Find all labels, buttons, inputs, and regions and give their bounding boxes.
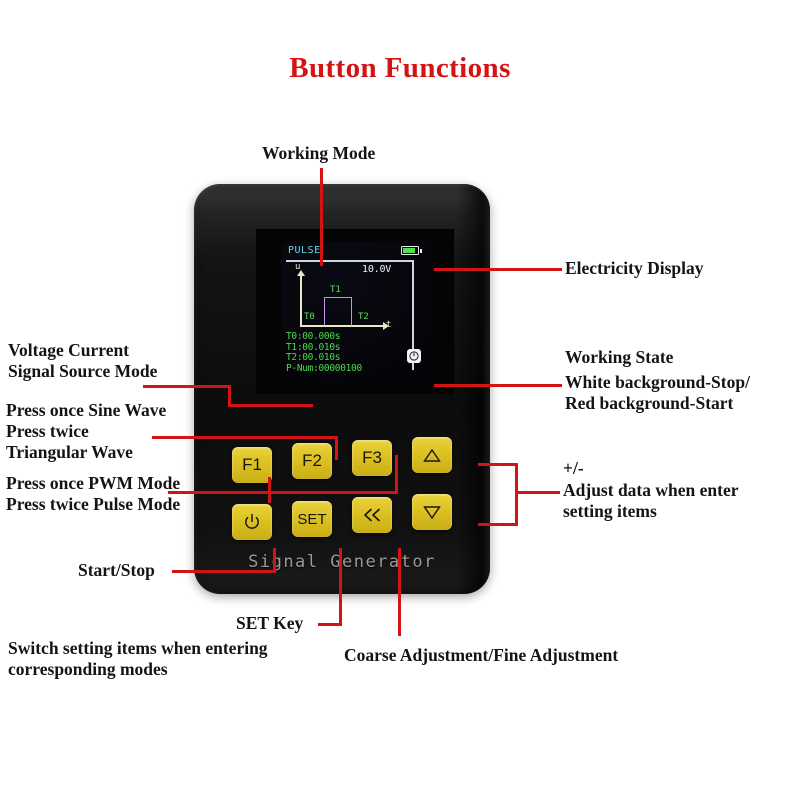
key-set-label: SET bbox=[297, 510, 327, 528]
waveform-y-axis bbox=[297, 270, 304, 326]
power-state-icon bbox=[409, 351, 419, 361]
battery-full-icon bbox=[401, 246, 422, 255]
leader-f2-function-v bbox=[335, 436, 338, 460]
leader-f1-key-v bbox=[268, 477, 271, 503]
annotation-working-state-detail: White background-Stop/ Red background-St… bbox=[565, 372, 750, 413]
waveform-y-axis-label: u bbox=[295, 262, 301, 272]
annotation-f2-function: Press once Sine Wave Press twice Triangu… bbox=[6, 400, 167, 462]
lcd-voltage-value: 10.0V bbox=[362, 264, 392, 275]
lcd-param-t1: T1:00.010s bbox=[286, 341, 341, 353]
working-state-indicator bbox=[407, 349, 421, 363]
annotation-set-key: SET Key bbox=[236, 613, 304, 633]
lcd-working-mode-text: PULSE bbox=[288, 245, 321, 256]
lcd-param-t0: T0:00.000s bbox=[286, 331, 341, 342]
annotation-electricity-display: Electricity Display bbox=[565, 258, 704, 278]
double-chevron-left-icon bbox=[364, 508, 380, 522]
leader-set-key-v bbox=[339, 548, 342, 626]
leader-voltage-mode-1 bbox=[143, 385, 231, 388]
waveform-x-axis bbox=[300, 322, 389, 329]
annotation-switch-items: Switch setting items when entering corre… bbox=[8, 638, 268, 679]
device-brand-text: Signal Generator bbox=[248, 552, 436, 572]
key-back[interactable] bbox=[352, 497, 392, 533]
pulse-waveform-shape bbox=[324, 297, 352, 326]
page-title: Button Functions bbox=[289, 52, 511, 84]
annotation-coarse-fine: Coarse Adjustment/Fine Adjustment bbox=[344, 645, 619, 665]
key-f2[interactable]: F2 bbox=[292, 443, 332, 479]
annotation-voltage-current-mode: Voltage Current Signal Source Mode bbox=[8, 340, 158, 381]
leader-adjust-up bbox=[478, 463, 518, 466]
key-f1-label: F1 bbox=[242, 455, 262, 474]
lcd-parameter-list: T0:00.000s T1:00.010s T2:00.010s P-Num:0… bbox=[286, 331, 362, 374]
leader-start-stop-v bbox=[273, 548, 276, 573]
waveform-label-t2: T2 bbox=[358, 312, 369, 322]
annotation-plus-minus: +/- bbox=[563, 458, 584, 478]
key-f3[interactable]: F3 bbox=[352, 440, 392, 476]
lcd-top-divider bbox=[286, 260, 414, 262]
leader-voltage-mode-2 bbox=[228, 385, 231, 407]
leader-adjust-main bbox=[515, 491, 560, 494]
key-down[interactable] bbox=[412, 494, 452, 530]
triangle-down-icon bbox=[423, 505, 441, 519]
annotation-f3-function: Press once PWM Mode Press twice Pulse Mo… bbox=[6, 473, 181, 514]
lcd-screen: PULSE 10.0V u t T0 T1 T2 T0:00.000s T1:0… bbox=[282, 242, 432, 384]
power-icon bbox=[245, 513, 259, 529]
leader-f2-function-h bbox=[152, 436, 338, 439]
lcd-param-t2: T2:00.010s bbox=[286, 352, 341, 363]
lcd-param-pnum: P-Num:00000100 bbox=[286, 362, 362, 374]
leader-adjust-down bbox=[478, 523, 518, 526]
leader-set-key-h bbox=[318, 623, 342, 626]
signal-generator-device: PULSE 10.0V u t T0 T1 T2 T0:00.000s T1:0… bbox=[194, 184, 490, 594]
triangle-up-icon bbox=[423, 448, 441, 462]
leader-coarse-fine-v bbox=[398, 548, 401, 636]
key-f3-label: F3 bbox=[362, 448, 382, 467]
key-up[interactable] bbox=[412, 437, 452, 473]
key-power[interactable] bbox=[232, 504, 272, 540]
annotation-adjust-data: Adjust data when enter setting items bbox=[563, 480, 739, 521]
key-f1[interactable]: F1 bbox=[232, 447, 272, 483]
annotation-start-stop: Start/Stop bbox=[78, 560, 155, 580]
annotation-working-state-title: Working State bbox=[565, 347, 674, 367]
lcd-vertical-divider bbox=[412, 260, 414, 370]
leader-f3-function-v bbox=[395, 455, 398, 493]
leader-voltage-mode-3 bbox=[228, 404, 313, 407]
leader-working-state bbox=[434, 384, 562, 387]
leader-working-mode bbox=[320, 168, 323, 266]
leader-electricity-display bbox=[434, 268, 562, 271]
leader-f3-function-h bbox=[168, 491, 398, 494]
leader-start-stop-h bbox=[172, 570, 276, 573]
leader-adjust-bracket bbox=[515, 463, 518, 526]
key-set[interactable]: SET bbox=[292, 501, 332, 537]
key-f2-label: F2 bbox=[302, 451, 322, 470]
annotation-working-mode: Working Mode bbox=[262, 143, 376, 163]
waveform-label-t0: T0 bbox=[304, 312, 315, 322]
waveform-label-t1: T1 bbox=[330, 285, 341, 295]
waveform-x-axis-label: t bbox=[386, 320, 392, 330]
